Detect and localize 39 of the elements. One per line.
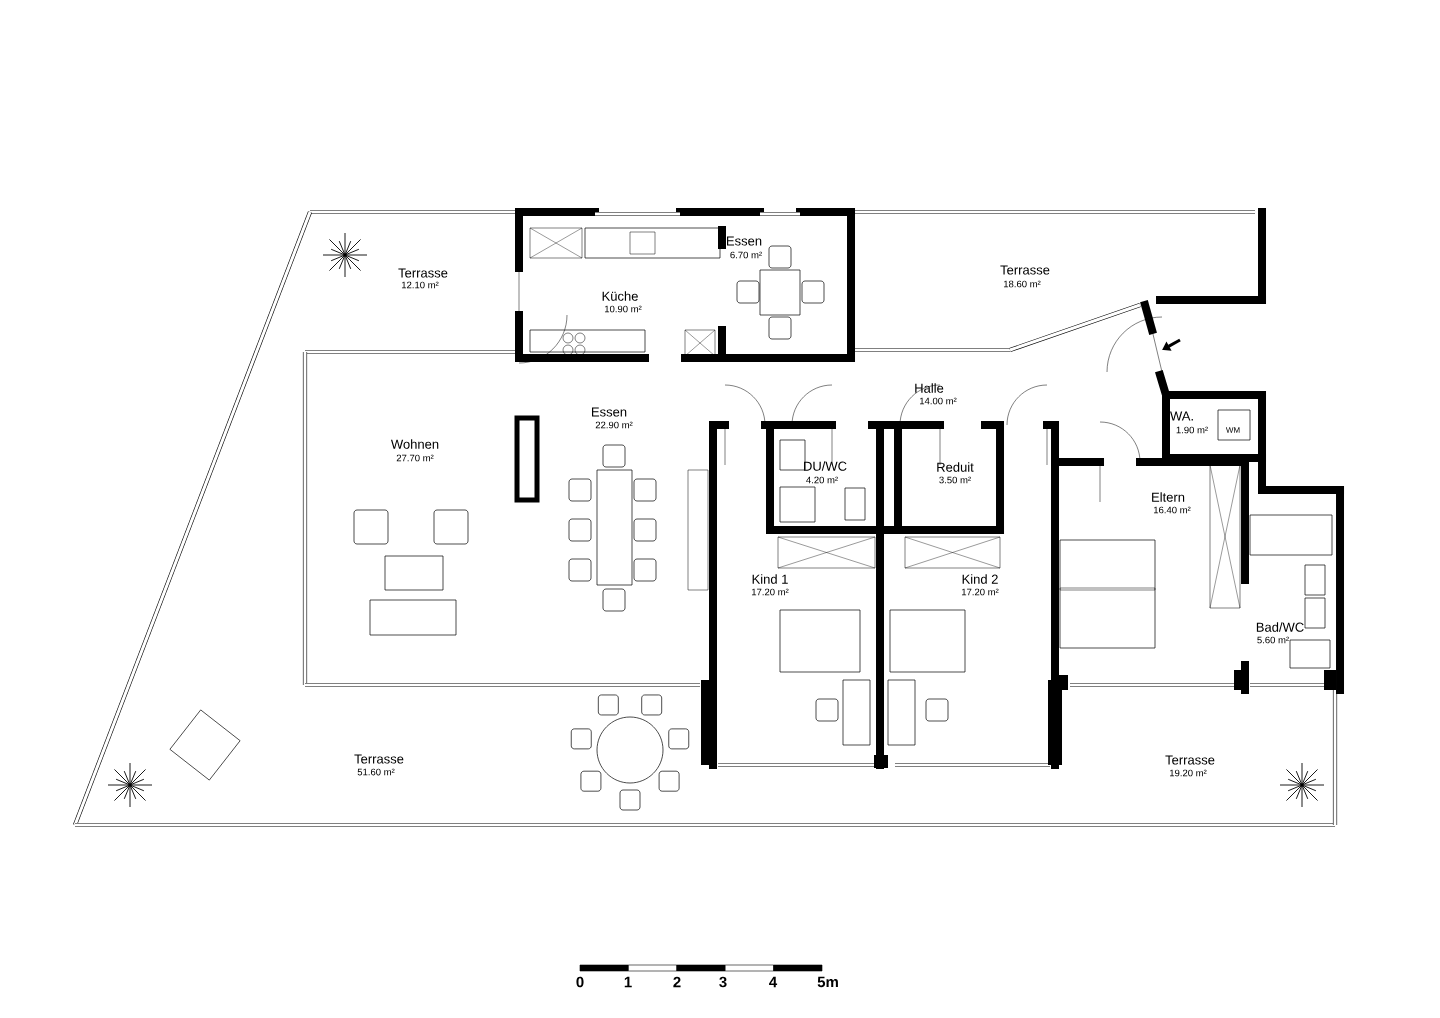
room-name: Wohnen <box>391 439 439 449</box>
area-label: 14.00 m² <box>920 397 957 405</box>
room-name: Essen <box>592 407 627 417</box>
area-label: 12.10 m² <box>402 281 439 289</box>
room-name: WA. <box>1170 411 1193 421</box>
area-label: 1.90 m² <box>1176 426 1208 434</box>
area-label: 3.50 m² <box>939 476 971 484</box>
room-name: Kind 1 <box>752 574 788 584</box>
scale-number: 0 <box>576 976 584 988</box>
room-name: Küche <box>602 291 638 301</box>
area-label: 6.70 m² <box>730 251 762 259</box>
area-label: 16.40 m² <box>1154 506 1191 514</box>
room-name: Essen <box>727 236 762 246</box>
room-name: Kind 2 <box>962 574 998 584</box>
area-label: 18.60 m² <box>1004 280 1041 288</box>
area-label: 51.60 m² <box>357 768 395 776</box>
room-name: Halle <box>915 383 944 393</box>
room-name: Bad/WC <box>1256 622 1304 632</box>
area-label: 19.20 m² <box>1170 769 1207 777</box>
area-label: 10.90 m² <box>605 305 642 313</box>
area-label: 22.90 m² <box>595 421 633 429</box>
room-name: Terrasse <box>1165 755 1215 765</box>
room-name: Terrasse <box>354 754 404 764</box>
area-label: 17.20 m² <box>962 588 999 596</box>
scale-number: 1 <box>624 976 632 988</box>
scale-number: 3 <box>719 976 727 988</box>
scale-number: 4 <box>769 976 778 988</box>
room-name: Terrasse <box>1000 265 1050 275</box>
room-name: Reduit <box>937 462 974 472</box>
room-name: Terrasse <box>398 268 448 278</box>
appliance-label: WM <box>1225 427 1240 433</box>
scale-number: 2 <box>673 976 681 988</box>
area-label: 5.60 m² <box>1257 636 1289 644</box>
room-name: DU/WC <box>804 461 847 471</box>
area-label: 27.70 m² <box>396 454 434 462</box>
area-label: 17.20 m² <box>752 588 789 596</box>
room-name: Eltern <box>1152 492 1185 502</box>
area-label: 4.20 m² <box>806 476 838 484</box>
scale-number: 5m <box>817 976 838 988</box>
